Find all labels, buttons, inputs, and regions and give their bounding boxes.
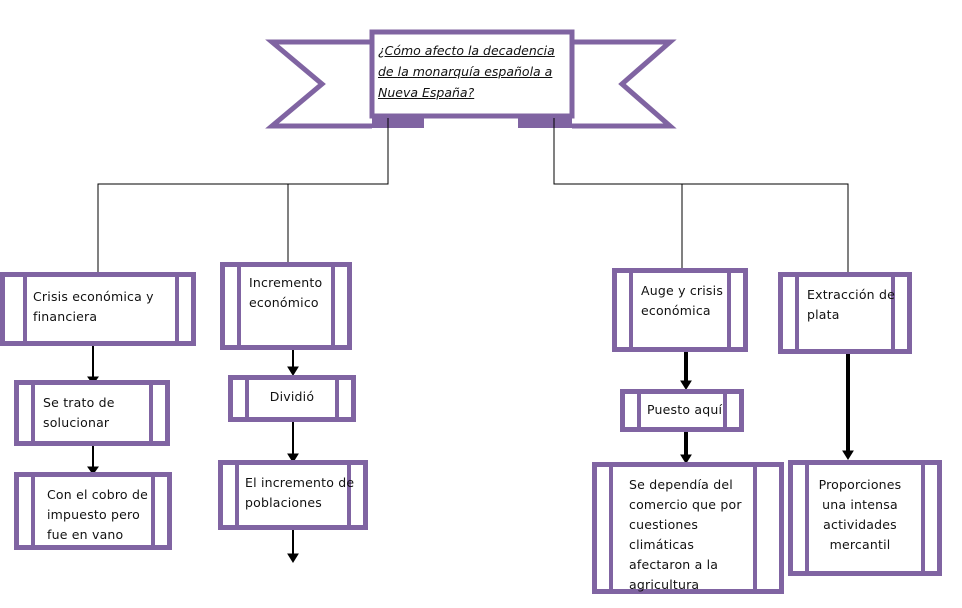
box-bar-left <box>629 273 633 347</box>
box-bar-right <box>175 277 179 341</box>
box-bar-right <box>347 465 351 525</box>
box-label: El incremento de poblaciones <box>245 475 355 510</box>
box-incremento-poblaciones: El incremento de poblaciones <box>218 460 368 530</box>
box-dividio: Dividió <box>228 375 356 422</box>
box-bar-right <box>753 467 757 589</box>
box-label: Extracción de plata <box>807 287 895 322</box>
box-puesto-aqui: Puesto aquí <box>620 389 744 432</box>
connector-left <box>97 118 389 274</box>
box-bar-right <box>891 277 895 349</box>
box-incremento-economico: Incremento económico <box>220 262 352 350</box>
ribbon-tab-left <box>372 116 424 128</box>
box-label: Dividió <box>269 389 315 404</box>
box-bar-left <box>245 380 249 417</box>
box-label: Auge y crisis económica <box>641 283 724 318</box>
box-se-trato-de-solucionar: Se trato de solucionar <box>14 380 170 446</box>
box-label: Proporciones una intensa actividades mer… <box>818 477 902 552</box>
box-crisis-economica: Crisis económica y financiera <box>0 272 196 346</box>
ribbon-tab-right <box>518 116 572 128</box>
box-bar-left <box>805 465 809 571</box>
box-bar-left <box>235 465 239 525</box>
box-label: Crisis económica y financiera <box>33 289 154 324</box>
box-se-dependia: Se dependía del comercio que por cuestio… <box>592 462 784 594</box>
box-bar-left <box>31 385 35 441</box>
box-bar-left <box>795 277 799 349</box>
box-bar-right <box>727 273 731 347</box>
title-text: ¿Cómo afecto la decadencia de la monarqu… <box>378 43 555 100</box>
box-bar-right <box>921 465 925 571</box>
box-label: Se dependía del comercio que por cuestio… <box>629 477 742 592</box>
box-auge-y-crisis: Auge y crisis económica <box>612 268 748 352</box>
box-label: Con el cobro de impuesto pero fue en van… <box>47 487 148 542</box>
box-bar-left <box>23 277 27 341</box>
box-label: Se trato de solucionar <box>43 395 115 430</box>
box-bar-right <box>331 267 335 345</box>
box-bar-left <box>637 394 641 427</box>
box-cobro-de-impuesto: Con el cobro de impuesto pero fue en van… <box>14 472 172 550</box>
box-bar-right <box>335 380 339 417</box>
box-bar-right <box>723 394 727 427</box>
box-bar-left <box>31 477 35 545</box>
box-bar-left <box>237 267 241 345</box>
box-bar-right <box>149 385 153 441</box>
box-bar-left <box>609 467 613 589</box>
box-bar-right <box>151 477 155 545</box>
box-extraccion-de-plata: Extracción de plata <box>778 272 912 354</box>
connector-right <box>553 118 849 272</box>
box-label: Puesto aquí <box>647 402 723 417</box>
box-label: Incremento económico <box>249 275 323 310</box>
box-proporciones: Proporciones una intensa actividades mer… <box>788 460 942 576</box>
title-ribbon <box>265 29 677 129</box>
